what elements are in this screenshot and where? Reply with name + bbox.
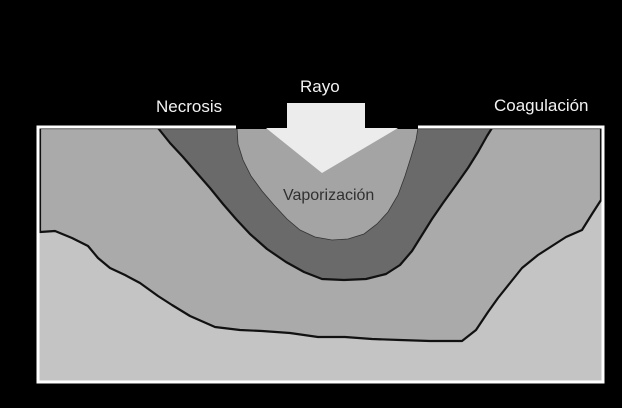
vaporization-label: Vaporización: [283, 186, 374, 206]
beam-label: Rayo: [300, 77, 340, 97]
necrosis-label: Necrosis: [156, 97, 222, 117]
coagulation-label: Coagulación: [494, 96, 589, 116]
